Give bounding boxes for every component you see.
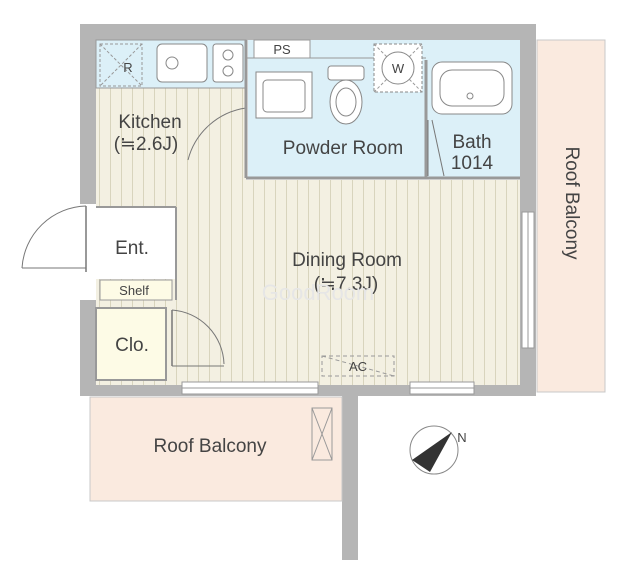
- roof-balcony-bottom-label: Roof Balcony: [153, 436, 267, 457]
- kitchen-size: (≒2.6J): [114, 134, 179, 155]
- watermark: GoodRoom: [262, 280, 375, 305]
- dining-room-size: (≒7.3J): [314, 274, 379, 295]
- kitchen-label: Kitchen: [118, 112, 181, 133]
- washer-label: W: [392, 61, 405, 76]
- bath-door: [427, 119, 445, 177]
- washer: W: [373, 43, 423, 93]
- entrance-label: Ent.: [115, 238, 149, 259]
- refrigerator-label: R: [123, 60, 132, 75]
- shoe-shelf: [99, 279, 173, 301]
- stove: [212, 43, 244, 83]
- front-door: [21, 205, 87, 272]
- ac-label: AC: [349, 359, 367, 374]
- bath-size: 1014: [451, 153, 494, 174]
- closet-label: Clo.: [115, 335, 149, 356]
- washbasin: [255, 71, 313, 119]
- entrance: Shelf Ent.: [96, 206, 177, 301]
- powder-room-label: Powder Room: [283, 138, 403, 159]
- air-conditioner: AC: [321, 355, 395, 377]
- kitchen-sink: [156, 43, 208, 83]
- pipe-shaft-label: PS: [273, 42, 291, 57]
- roof-balcony-right-label: Roof Balcony: [561, 146, 582, 260]
- shelf-label: Shelf: [119, 283, 149, 298]
- pipe-shaft: [253, 39, 311, 59]
- compass-north-label: N: [457, 430, 466, 445]
- kitchen-counter: R: [95, 39, 247, 89]
- dining-room-label: Dining Room: [292, 250, 402, 271]
- compass-icon: N: [409, 425, 467, 475]
- closet: Clo.: [95, 307, 225, 381]
- windows: [181, 211, 535, 395]
- roof-balcony-right: Roof Balcony: [536, 39, 606, 393]
- bathtub: [431, 61, 513, 115]
- bath-label: Bath: [452, 132, 491, 153]
- roof-balcony-bottom: Roof Balcony: [89, 396, 343, 502]
- toilet: [327, 65, 365, 125]
